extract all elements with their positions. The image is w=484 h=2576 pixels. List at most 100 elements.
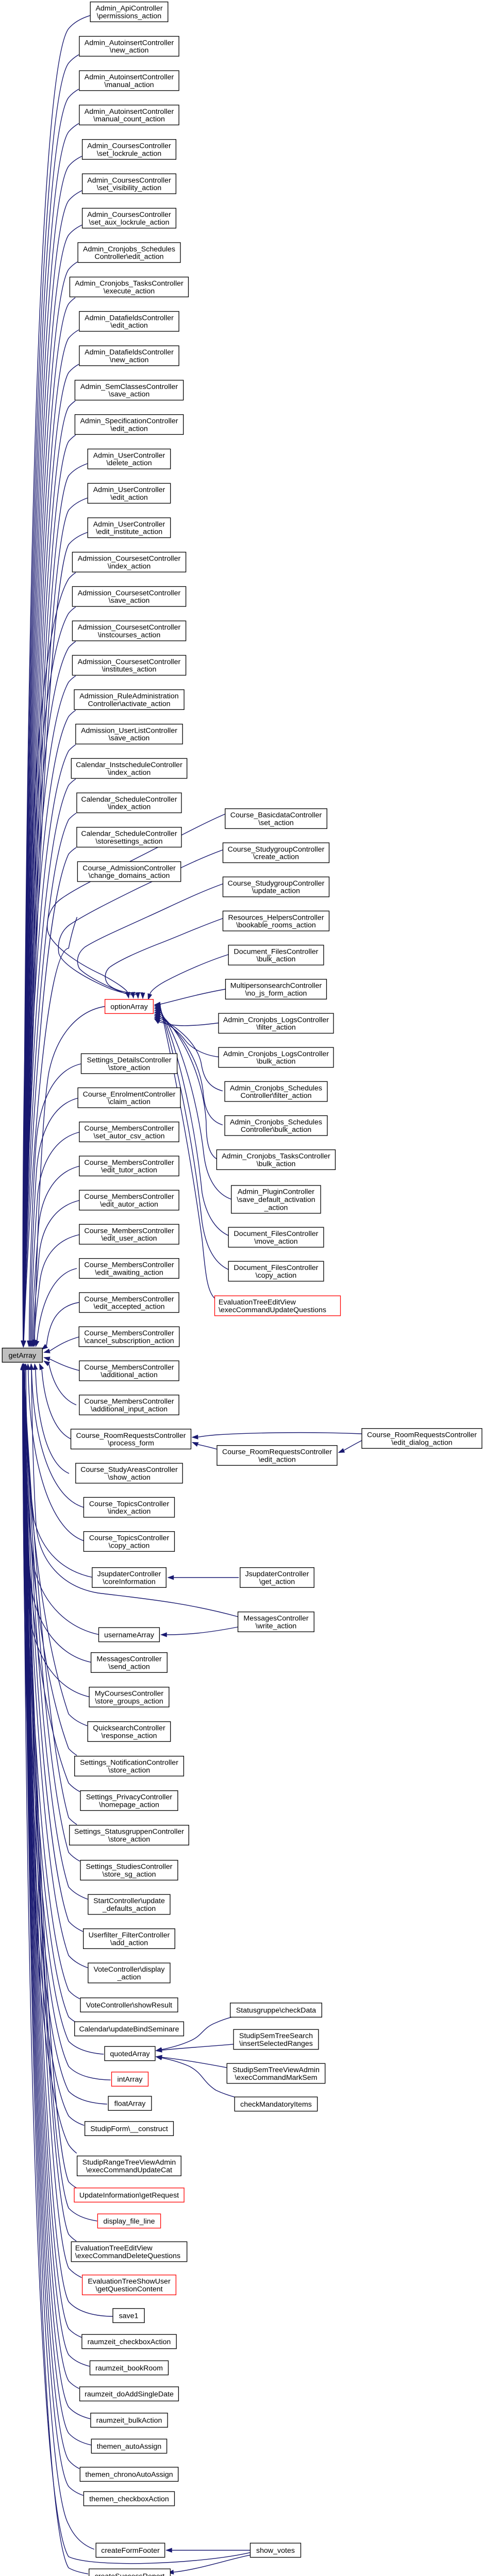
svg-text:\edit_institute_action: \edit_institute_action [96,528,162,536]
svg-text:\additional_action: \additional_action [101,1371,157,1379]
svg-text:MessagesController: MessagesController [96,1655,161,1664]
svg-text:\edit_autor_action: \edit_autor_action [100,1200,158,1209]
svg-text:Course_StudygroupController: Course_StudygroupController [228,845,325,854]
svg-text:QuicksearchController: QuicksearchController [93,1724,165,1733]
svg-text:\execCommandUpdateCat: \execCommandUpdateCat [86,2166,172,2174]
svg-text:Statusgruppe\checkData: Statusgruppe\checkData [236,2007,316,2015]
svg-text:Controller\filter_action: Controller\filter_action [241,1092,312,1100]
svg-text:_action: _action [264,1204,288,1212]
svg-text:\manual_count_action: \manual_count_action [93,115,165,124]
svg-text:\manual_action: \manual_action [104,81,154,89]
svg-text:\get_action: \get_action [259,1578,295,1586]
svg-text:StudipForm\__construct: StudipForm\__construct [90,2125,168,2133]
svg-text:\new_action: \new_action [110,356,149,364]
svg-text:Course_RoomRequestsController: Course_RoomRequestsController [76,1432,186,1440]
svg-text:Document_FilesController: Document_FilesController [233,1230,318,1238]
svg-text:Admin_Cronjobs_Schedules: Admin_Cronjobs_Schedules [83,245,175,253]
svg-text:Admin_UserController: Admin_UserController [93,486,165,494]
svg-text:\store_action: \store_action [108,1835,150,1843]
svg-text:\set_lockrule_action: \set_lockrule_action [97,149,161,158]
svg-text:Admission_CoursesetController: Admission_CoursesetController [78,555,181,563]
svg-text:\set_visibility_action: \set_visibility_action [97,184,161,192]
svg-text:\getQuestionContent: \getQuestionContent [95,2285,162,2293]
svg-text:\index_action: \index_action [108,562,151,570]
svg-text:\bulk_action: \bulk_action [257,1160,296,1168]
svg-text:quotedArray: quotedArray [110,2050,150,2058]
svg-text:Course_StudyAreasController: Course_StudyAreasController [80,1466,178,1474]
svg-text:Calendar_InstscheduleControlle: Calendar_InstscheduleController [76,761,182,769]
svg-text:Admin_DatafieldsController: Admin_DatafieldsController [85,314,174,323]
svg-text:Admission_CoursesetController: Admission_CoursesetController [78,623,181,632]
svg-text:\save_action: \save_action [109,597,150,605]
svg-text:Controller\bulk_action: Controller\bulk_action [241,1126,311,1134]
svg-text:VoteController\showResult: VoteController\showResult [86,2002,172,2010]
svg-text:createSuccessReport: createSuccessReport [95,2572,165,2576]
svg-text:Course_MembersController: Course_MembersController [84,1193,174,1201]
svg-text:\write_action: \write_action [256,1622,297,1630]
svg-text:Course_TopicsController: Course_TopicsController [89,1534,170,1543]
svg-text:_defaults_action: _defaults_action [102,1905,156,1913]
svg-text:\store_groups_action: \store_groups_action [95,1697,163,1705]
svg-text:\response_action: \response_action [101,1732,157,1740]
svg-text:raumzeit_bulkAction: raumzeit_bulkAction [96,2417,162,2425]
svg-text:\update_action: \update_action [252,887,300,895]
svg-text:\execCommandDeleteQuestions: \execCommandDeleteQuestions [75,2252,180,2260]
svg-text:\index_action: \index_action [108,1507,151,1516]
svg-text:Admission_CoursesetController: Admission_CoursesetController [78,589,181,598]
svg-text:Course_MembersController: Course_MembersController [84,1125,174,1133]
svg-text:Admin_DatafieldsController: Admin_DatafieldsController [85,348,174,357]
svg-text:Course_RoomRequestsController: Course_RoomRequestsController [367,1431,477,1439]
svg-text:\index_action: \index_action [108,769,151,777]
svg-text:\edit_user_action: \edit_user_action [101,1234,157,1243]
svg-text:Admin_Cronjobs_Schedules: Admin_Cronjobs_Schedules [230,1118,322,1127]
svg-text:\execute_action: \execute_action [104,287,155,295]
svg-text:Admin_Cronjobs_TasksController: Admin_Cronjobs_TasksController [222,1153,330,1161]
svg-text:intArray: intArray [118,2076,143,2084]
svg-text:\edit_action: \edit_action [258,1455,296,1464]
svg-text:Admin_CoursesController: Admin_CoursesController [87,142,171,150]
svg-text:\save_action: \save_action [109,391,150,399]
svg-text:\store_action: \store_action [108,1064,150,1072]
svg-text:\execCommandUpdateQuestions: \execCommandUpdateQuestions [219,1306,326,1314]
svg-text:themen_chronoAutoAssign: themen_chronoAutoAssign [85,2471,173,2479]
svg-text:\set_autor_csv_action: \set_autor_csv_action [93,1132,164,1140]
svg-text:\instcourses_action: \instcourses_action [98,631,160,639]
svg-text:Course_MembersController: Course_MembersController [84,1329,174,1337]
svg-text:\homepage_action: \homepage_action [99,1801,159,1809]
svg-text:\new_action: \new_action [110,46,149,55]
svg-text:floatArray: floatArray [114,2100,146,2108]
svg-text:Admin_PluginController: Admin_PluginController [238,1188,314,1196]
svg-text:EvaluationTreeEditView: EvaluationTreeEditView [219,1298,296,1307]
svg-text:\bookable_rooms_action: \bookable_rooms_action [236,921,316,929]
svg-text:\edit_accepted_action: \edit_accepted_action [93,1303,164,1311]
svg-text:themen_autoAssign: themen_autoAssign [97,2443,161,2451]
svg-text:show_votes: show_votes [256,2547,295,2555]
svg-text:Document_FilesController: Document_FilesController [233,1264,318,1272]
svg-text:\execCommandMarkSem: \execCommandMarkSem [235,2074,317,2082]
svg-text:Admin_CoursesController: Admin_CoursesController [87,177,171,185]
svg-text:\create_action: \create_action [253,853,299,861]
svg-text:\storesettings_action: \storesettings_action [95,837,162,845]
svg-text:Controller\edit_action: Controller\edit_action [94,253,163,261]
svg-text:\delete_action: \delete_action [106,459,152,467]
svg-text:MessagesController: MessagesController [243,1615,308,1623]
svg-text:EvaluationTreeEditView: EvaluationTreeEditView [75,2244,153,2252]
svg-text:raumzeit_doAddSingleDate: raumzeit_doAddSingleDate [85,2391,174,2399]
svg-text:\copy_action: \copy_action [256,1272,297,1280]
svg-text:Settings_DetailsController: Settings_DetailsController [87,1056,171,1064]
svg-text:display_file_line: display_file_line [103,2217,155,2226]
svg-text:\permissions_action: \permissions_action [97,12,161,20]
svg-text:\edit_action: \edit_action [110,494,148,502]
svg-text:\index_action: \index_action [108,803,151,811]
svg-text:themen_checkboxAction: themen_checkboxAction [89,2495,169,2503]
svg-text:Settings_NotificationControlle: Settings_NotificationController [80,1759,178,1767]
svg-text:\add_action: \add_action [110,1939,148,1947]
svg-text:VoteController\display: VoteController\display [93,1965,165,1974]
svg-text:Admin_UserController: Admin_UserController [93,520,165,529]
svg-text:Admin_Cronjobs_TasksController: Admin_Cronjobs_TasksController [75,280,183,288]
svg-text:Admin_SemClassesController: Admin_SemClassesController [80,383,178,391]
svg-text:Settings_PrivacyController: Settings_PrivacyController [86,1793,172,1802]
svg-text:\edit_dialog_action: \edit_dialog_action [391,1438,452,1447]
svg-text:createFormFooter: createFormFooter [101,2547,160,2555]
svg-text:checkMandatoryItems: checkMandatoryItems [240,2100,312,2109]
